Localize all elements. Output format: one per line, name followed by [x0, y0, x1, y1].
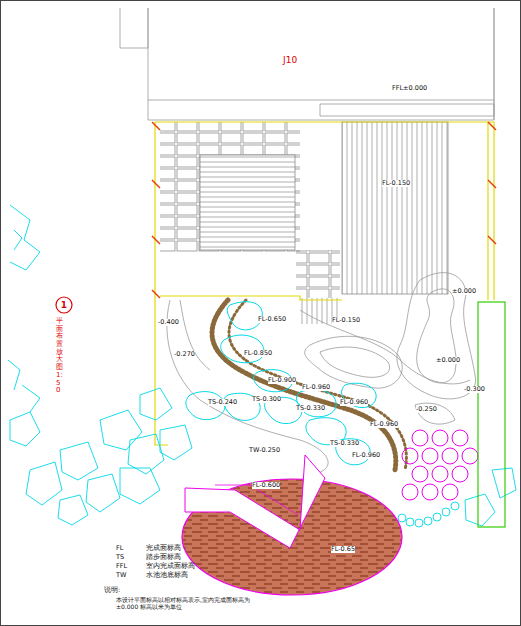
elevation-label: 说明:	[104, 587, 120, 594]
elevation-label: -0.270	[174, 351, 195, 358]
elevation-label: TW	[116, 572, 126, 579]
note-text: 本设计平面标高以相对标高表示,室内完成面标高为±0.000 标高以米为单位	[116, 597, 266, 610]
callout-circle: 1	[56, 297, 72, 313]
elevation-label: 完成面标高	[146, 545, 181, 552]
elevation-label: 室内完成面标高	[146, 563, 195, 570]
elevation-label: FFL±0.000	[392, 85, 427, 92]
elevation-label: 踏步面标高	[146, 554, 181, 561]
elevation-label: TS	[116, 554, 124, 561]
elevation-label: FL	[116, 545, 123, 552]
elevation-label: 水池池底标高	[146, 572, 188, 579]
elevation-label: TS-0.330	[296, 405, 325, 412]
elevation-label: FL-0.960	[340, 399, 368, 406]
elevation-label: FL-0.960	[352, 452, 380, 459]
elevation-label: FL-0.960	[370, 421, 398, 428]
elevation-label: FL-0.960	[302, 384, 330, 391]
elevation-label: TW-0.250	[249, 447, 280, 454]
elevation-label: ±0.000	[452, 288, 476, 295]
elevation-label: ±0.000	[436, 357, 460, 364]
drawing-title: 平面布置放大图 1:50	[56, 318, 63, 395]
elevation-label: FL-0.650	[258, 316, 286, 323]
elevation-label: FFL	[116, 563, 127, 570]
elevation-label: FL-0.150	[382, 180, 410, 187]
elevation-label: FL-0.150	[332, 317, 360, 324]
callout-number: 1	[56, 297, 72, 313]
elevation-label: FL-0.600	[252, 482, 280, 489]
elevation-label: FL-0.850	[244, 350, 272, 357]
elevation-label: TS-0.330	[330, 440, 359, 447]
elevation-label: FL-0.900	[268, 377, 296, 384]
elevation-label: -0.300	[464, 386, 485, 393]
elevation-label: TS-0.240	[208, 399, 237, 406]
elevation-label: TS-0.300	[252, 396, 281, 403]
elevation-label: -0.400	[158, 319, 179, 326]
elevation-label: -0.250	[416, 406, 437, 413]
elevation-label: FL-0.65	[331, 546, 355, 553]
building-label: J10	[283, 56, 297, 66]
